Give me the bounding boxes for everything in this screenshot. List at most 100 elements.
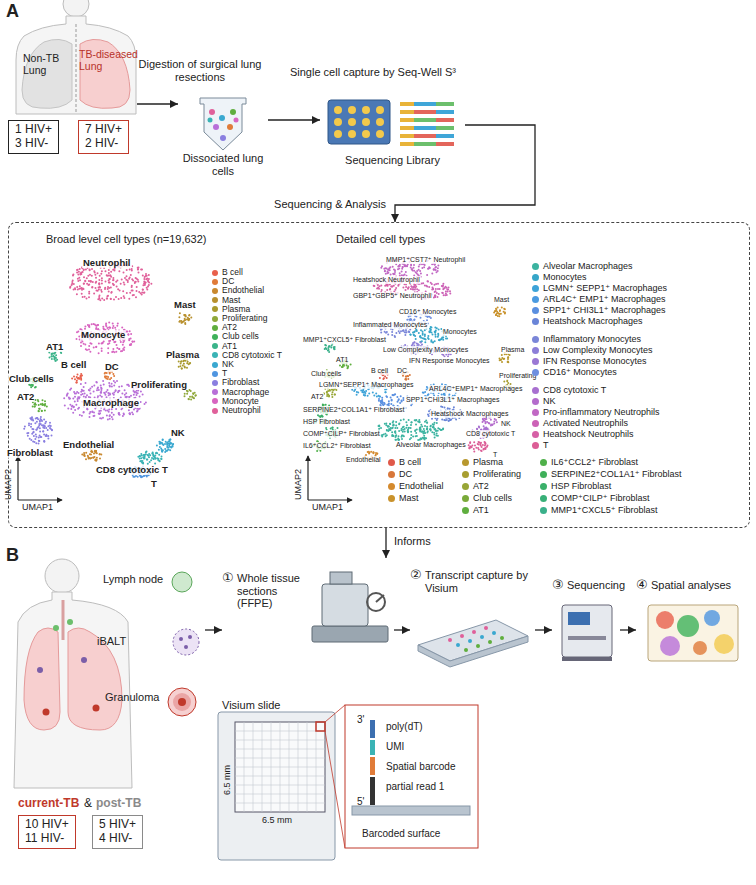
- umap-point: [328, 395, 330, 397]
- umap-point: [142, 457, 144, 459]
- umap-point: [183, 321, 185, 323]
- umap-point: [142, 289, 144, 291]
- umap-point: [422, 332, 424, 334]
- umap-point: [112, 327, 114, 329]
- umap-point: [83, 282, 85, 284]
- umap-point: [146, 275, 148, 277]
- umap-point: [150, 283, 152, 285]
- umap-point: [387, 285, 389, 287]
- umap-point: [109, 278, 111, 280]
- umap-point: [507, 358, 509, 360]
- umap-point: [88, 345, 90, 347]
- umap-point: [35, 404, 37, 406]
- umap-point: [74, 396, 76, 398]
- umap-point: [188, 318, 190, 320]
- umap-point: [434, 269, 436, 271]
- umap-point: [95, 324, 97, 326]
- umap-point: [443, 288, 445, 290]
- umap-point: [144, 276, 146, 278]
- umap-point: [104, 392, 106, 394]
- umap-point: [129, 277, 131, 279]
- umap-point: [407, 287, 409, 289]
- umap-point: [399, 265, 401, 267]
- umap-point: [93, 415, 95, 417]
- umap-point: [427, 280, 429, 282]
- umap-point: [184, 319, 186, 321]
- umap-point: [499, 310, 501, 312]
- umap-point: [432, 393, 434, 395]
- umap-point: [158, 460, 160, 462]
- umap-point: [75, 382, 77, 384]
- umap-point: [51, 353, 53, 355]
- umap-point: [430, 317, 432, 319]
- umap-point: [104, 394, 106, 396]
- umap-point: [109, 415, 111, 417]
- umap-point: [110, 292, 112, 294]
- umap-point: [407, 378, 409, 380]
- umap-point: [105, 280, 107, 282]
- umap-point: [88, 283, 90, 285]
- umap-point: [91, 287, 93, 289]
- umap-point: [434, 334, 436, 336]
- umap-point: [405, 286, 407, 288]
- umap-point: [97, 395, 99, 397]
- umap-point: [30, 426, 32, 428]
- umap-point: [415, 271, 417, 273]
- umap-point: [419, 336, 421, 338]
- umap-point: [121, 385, 123, 387]
- umap-point: [55, 354, 57, 356]
- umap-point: [182, 365, 184, 367]
- umap-point: [88, 280, 90, 282]
- umap-point: [76, 269, 78, 271]
- umap-point: [161, 450, 163, 452]
- umap-point: [110, 298, 112, 300]
- umap-point: [195, 394, 197, 396]
- umap-point: [134, 476, 136, 478]
- umap-point: [80, 273, 82, 275]
- umap-point: [134, 391, 136, 393]
- umap-point: [30, 439, 32, 441]
- umap-point: [142, 460, 144, 462]
- umap-point: [350, 364, 352, 366]
- umap-point: [439, 339, 441, 341]
- umap-point: [161, 450, 163, 452]
- umap-point: [47, 429, 49, 431]
- umap-point: [100, 289, 102, 291]
- umap-point: [164, 448, 166, 450]
- umap-point: [410, 285, 412, 287]
- umap-point: [111, 416, 113, 418]
- umap-point: [69, 286, 71, 288]
- umap-point: [112, 323, 114, 325]
- umap-point: [139, 460, 141, 462]
- umap-point: [133, 409, 135, 411]
- umap-point: [123, 413, 125, 415]
- umap-point: [495, 308, 497, 310]
- umap-point: [35, 418, 37, 420]
- umap-point: [158, 449, 160, 451]
- umap-point: [124, 389, 126, 391]
- umap-point: [83, 269, 85, 271]
- umap-point: [112, 277, 114, 279]
- umap-point: [78, 277, 80, 279]
- umap-point: [83, 454, 85, 456]
- umap-point: [44, 405, 46, 407]
- umap-point: [386, 331, 388, 333]
- umap-point: [129, 344, 131, 346]
- umap-point: [329, 390, 331, 392]
- umap-point: [102, 326, 104, 328]
- umap-point: [90, 280, 92, 282]
- umap-point: [27, 432, 29, 434]
- umap-point: [441, 285, 443, 287]
- umap-point: [34, 422, 36, 424]
- umap-point: [69, 287, 71, 289]
- umap-point: [165, 450, 167, 452]
- umap-point: [149, 461, 151, 463]
- umap-point: [83, 269, 85, 271]
- umap-point: [105, 324, 107, 326]
- umap-point: [38, 425, 40, 427]
- umap-point: [128, 298, 130, 300]
- umap-point: [446, 288, 448, 290]
- umap-point: [95, 282, 97, 284]
- umap-point: [76, 338, 78, 340]
- umap-point: [38, 440, 40, 442]
